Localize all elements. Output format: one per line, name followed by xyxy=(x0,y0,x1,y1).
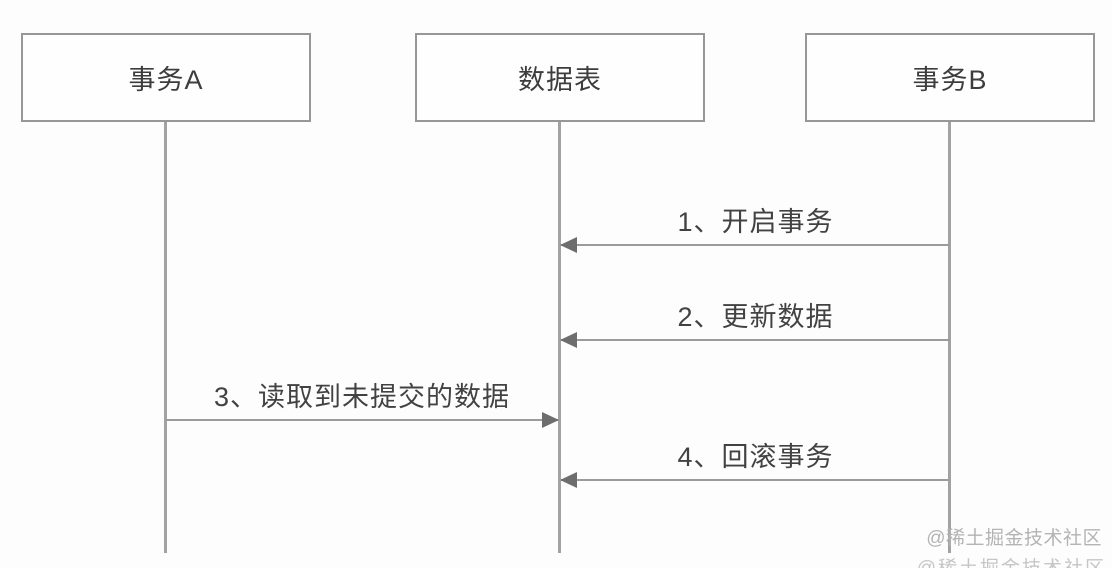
message-4-line xyxy=(561,479,950,481)
actor-box-transaction-b: 事务B xyxy=(805,33,1095,122)
lifeline-transaction-b xyxy=(948,122,951,553)
message-2-label: 2、更新数据 xyxy=(677,302,834,332)
lifeline-transaction-a xyxy=(164,122,167,553)
message-1-arrowhead-left-icon xyxy=(560,237,577,253)
watermark-clipped-text: @稀土掘金技术社区 xyxy=(917,557,1106,568)
message-3: 3、读取到未提交的数据 xyxy=(166,381,559,428)
message-2-arrowhead-left-icon xyxy=(560,332,577,348)
message-1-line xyxy=(561,244,950,246)
message-1: 1、开启事务 xyxy=(560,206,950,253)
lifeline-data-table xyxy=(558,122,561,553)
message-2-line xyxy=(561,339,950,341)
message-3-label: 3、读取到未提交的数据 xyxy=(213,382,511,412)
actor-label-data-table: 数据表 xyxy=(518,65,602,95)
message-3-arrowhead-right-icon xyxy=(542,412,559,428)
message-1-label: 1、开启事务 xyxy=(677,207,834,237)
actor-label-transaction-a: 事务A xyxy=(128,65,204,95)
message-3-line xyxy=(166,419,558,421)
message-2: 2、更新数据 xyxy=(560,301,950,348)
message-4-label: 4、回滚事务 xyxy=(677,442,834,472)
message-4: 4、回滚事务 xyxy=(560,441,950,488)
actor-box-transaction-a: 事务A xyxy=(21,33,311,122)
watermark-text: @稀土掘金技术社区 xyxy=(926,528,1102,549)
message-4-arrowhead-left-icon xyxy=(560,472,577,488)
actor-box-data-table: 数据表 xyxy=(415,33,705,122)
actor-label-transaction-b: 事务B xyxy=(912,65,988,95)
